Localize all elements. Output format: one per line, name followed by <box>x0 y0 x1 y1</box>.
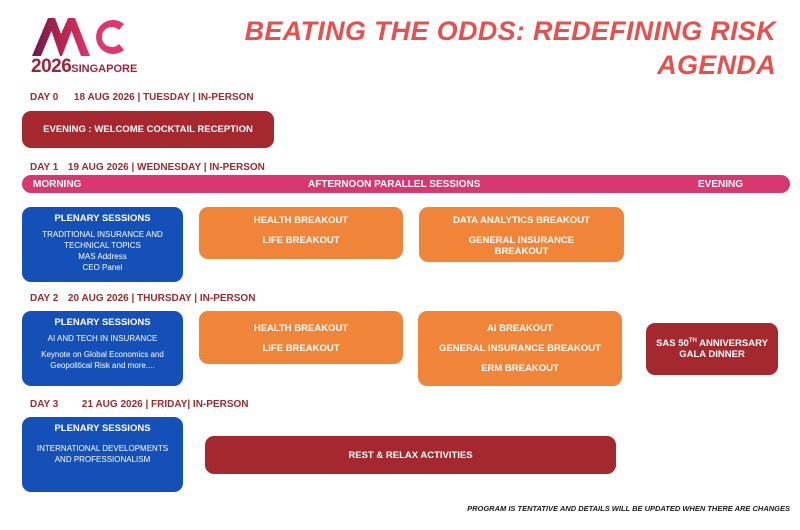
day2-gala-dinner-box: SAS 50TH ANNIVERSARY GALA DINNER <box>646 323 778 375</box>
day1-breakout-a-box: HEALTH BREAKOUT LIFE BREAKOUT <box>199 207 403 259</box>
day2-label: DAY 2 <box>30 293 59 304</box>
day3-rest-label: REST & RELAX ACTIVITIES <box>348 449 473 461</box>
day1-plenary-title: PLENARY SESSIONS <box>54 213 151 224</box>
page-title: BEATING THE ODDS: REDEFINING RISK <box>244 16 776 46</box>
day0-header: DAY 0 18 AUG 2026 | TUESDAY | IN-PERSON <box>30 92 254 103</box>
gala-suffix: ANNIVERSARY <box>696 338 768 350</box>
day2-gala-line1: SAS 50TH ANNIVERSARY <box>656 338 768 349</box>
day1-data-analytics-breakout: DATA ANALYTICS BREAKOUT <box>453 215 590 226</box>
day1-plenary-line1: TRADITIONAL INSURANCE AND <box>42 230 163 239</box>
day2-plenary-box: PLENARY SESSIONS AI AND TECH IN INSURANC… <box>22 311 183 386</box>
day2-header: DAY 2 20 AUG 2026 | THURSDAY | IN-PERSON <box>30 293 255 304</box>
gala-prefix: SAS 50 <box>656 338 689 350</box>
day2-gala-line2: GALA DINNER <box>679 349 745 361</box>
day3-date: 21 AUG 2026 | FRIDAY| IN-PERSON <box>81 399 249 410</box>
day3-plenary-title: PLENARY SESSIONS <box>54 423 151 434</box>
day1-life-breakout: LIFE BREAKOUT <box>262 235 340 246</box>
day1-general-insurance-line2: BREAKOUT <box>494 246 549 257</box>
day3-plenary-box: PLENARY SESSIONS INTERNATIONAL DEVELOPME… <box>22 417 183 492</box>
day0-date: 18 AUG 2026 | TUESDAY | IN-PERSON <box>73 92 254 103</box>
day2-plenary-line1: AI AND TECH IN INSURANCE <box>47 334 158 343</box>
day3-plenary-line2: AND PROFESSIONALISM <box>54 455 151 464</box>
day3-plenary-line1: INTERNATIONAL DEVELOPMENTS <box>36 444 169 453</box>
day3-label: DAY 3 <box>30 399 59 410</box>
day1-label: DAY 1 <box>30 162 59 173</box>
day1-breakout-b-box: DATA ANALYTICS BREAKOUT GENERAL INSURANC… <box>419 207 624 262</box>
day2-plenary-line3: Geopolitical Risk and more.... <box>50 361 155 370</box>
day2-life-breakout: LIFE BREAKOUT <box>262 343 340 354</box>
page-subtitle: AGENDA <box>657 50 776 80</box>
day2-plenary-line2: Keynote on Global Economics and <box>41 350 164 359</box>
logo-year: 2026 <box>31 56 72 77</box>
day0-label: DAY 0 <box>30 92 59 103</box>
day2-plenary-title: PLENARY SESSIONS <box>54 317 151 328</box>
day3-rest-box: REST & RELAX ACTIVITIES <box>205 436 616 474</box>
day1-date: 19 AUG 2026 | WEDNESDAY | IN-PERSON <box>67 162 265 173</box>
day2-health-breakout: HEALTH BREAKOUT <box>253 323 349 334</box>
footnote: PROGRAM IS TENTATIVE AND DETAILS WILL BE… <box>467 504 790 513</box>
bar-afternoon-label: AFTERNOON PARALLEL SESSIONS <box>308 179 481 190</box>
day2-erm-breakout: ERM BREAKOUT <box>481 363 559 374</box>
day1-plenary-line3: MAS Address <box>78 252 127 261</box>
logo-city: SINGAPORE <box>71 63 138 75</box>
day1-header: DAY 1 19 AUG 2026 | WEDNESDAY | IN-PERSO… <box>30 162 265 173</box>
bar-evening-label: EVENING <box>698 179 744 190</box>
day0-evening-label: EVENING : WELCOME COCKTAIL RECEPTION <box>43 124 253 135</box>
day1-general-insurance-line1: GENERAL INSURANCE <box>468 235 575 246</box>
day2-breakout-a-box: HEALTH BREAKOUT LIFE BREAKOUT <box>199 311 403 364</box>
day3-header: DAY 3 21 AUG 2026 | FRIDAY| IN-PERSON <box>30 399 249 410</box>
aac-logo-icon <box>32 18 124 56</box>
day1-plenary-box: PLENARY SESSIONS TRADITIONAL INSURANCE A… <box>22 207 183 282</box>
day1-plenary-line2: TECHNICAL TOPICS <box>64 241 141 250</box>
session-time-bar <box>22 175 790 193</box>
logo-text: 2026SINGAPORE <box>31 56 137 78</box>
day2-breakout-b-box: AI BREAKOUT GENERAL INSURANCE BREAKOUT E… <box>418 311 622 386</box>
day1-health-breakout: HEALTH BREAKOUT <box>253 215 349 226</box>
day2-general-insurance-breakout: GENERAL INSURANCE BREAKOUT <box>439 343 601 354</box>
day0-evening-box: EVENING : WELCOME COCKTAIL RECEPTION <box>22 111 274 148</box>
day2-ai-breakout: AI BREAKOUT <box>487 323 553 334</box>
day2-date: 20 AUG 2026 | THURSDAY | IN-PERSON <box>67 293 256 304</box>
bar-morning-label: MORNING <box>33 179 82 190</box>
gala-sup: TH <box>688 337 697 344</box>
day1-plenary-line4: CEO Panel <box>82 263 123 272</box>
